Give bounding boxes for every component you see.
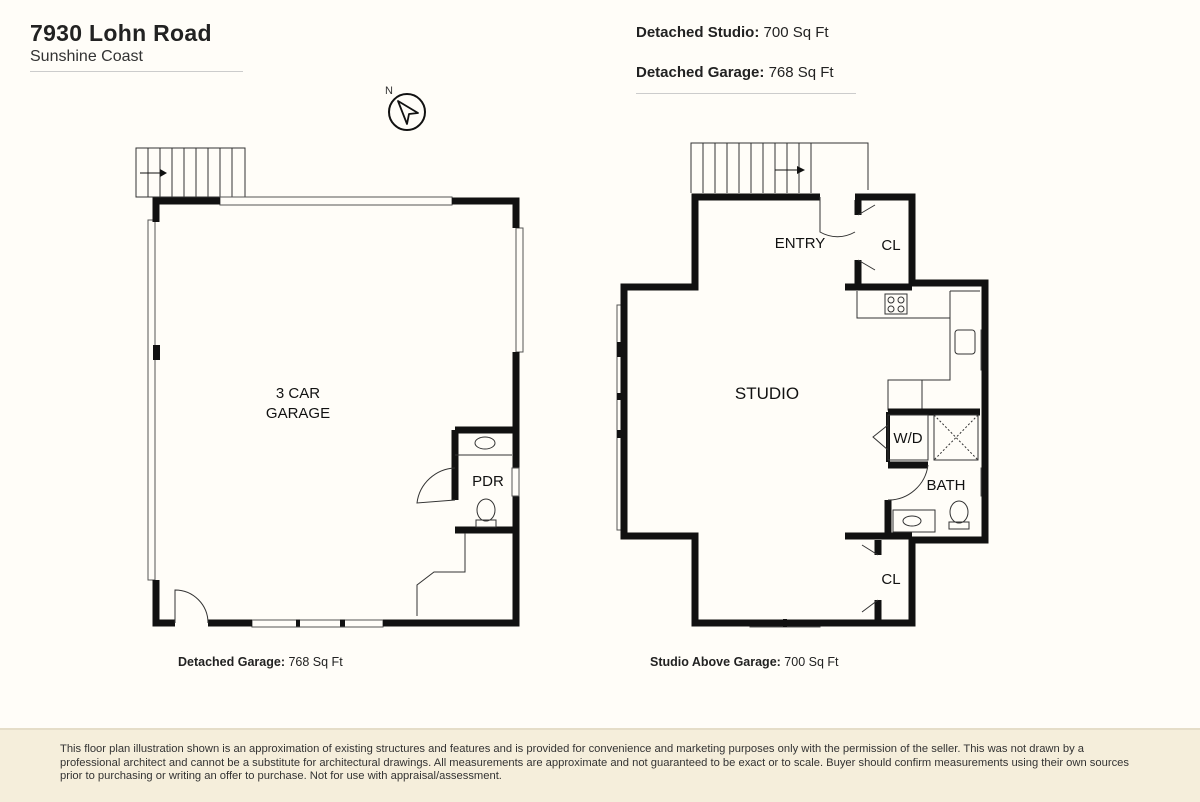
washer-dryer[interactable] [887, 414, 929, 461]
bath-door[interactable] [887, 464, 929, 501]
garage-caption-label: Detached Garage: [178, 655, 285, 669]
room-label-garage-2: GARAGE [266, 405, 330, 422]
garage-entry-door[interactable] [174, 589, 209, 624]
studio-caption-value: 700 Sq Ft [784, 655, 839, 669]
north-compass-icon: N [385, 85, 426, 131]
room-label-studio: STUDIO [735, 384, 799, 403]
studio-entry-door[interactable] [819, 197, 856, 238]
room-label-closet-bottom: CL [881, 571, 900, 588]
garage-bottom-windows [251, 619, 384, 628]
studio-stairs [690, 142, 869, 193]
garage-top-opening [219, 196, 453, 206]
pdr-sink-icon [474, 436, 496, 450]
compass-label: N [385, 85, 393, 97]
kitchen-sink-icon [954, 329, 976, 355]
kitchen-counter [856, 291, 951, 411]
bath-toilet-icon [948, 500, 970, 530]
disclaimer-text: This floor plan illustration shown is an… [60, 743, 1129, 782]
studio-area: Detached Studio: 700 Sq Ft [636, 24, 829, 41]
room-label-garage: 3 CAR [276, 385, 320, 402]
disclaimer-footer: This floor plan illustration shown is an… [0, 728, 1200, 802]
garage-area-value: 768 Sq Ft [768, 64, 834, 81]
garage-left-opening [147, 219, 156, 581]
pdr-toilet-icon [475, 498, 497, 528]
closet-doors-bottom[interactable] [861, 544, 879, 613]
studio-area-value: 700 Sq Ft [763, 24, 829, 41]
garage-stairs [135, 147, 246, 198]
studio-caption: Studio Above Garage: 700 Sq Ft [650, 655, 839, 669]
room-label-entry: ENTRY [775, 235, 826, 252]
bath-sink-icon [902, 515, 922, 527]
room-label-bath: BATH [927, 477, 966, 494]
studio-area-label: Detached Studio: [636, 24, 760, 41]
studio-caption-label: Studio Above Garage: [650, 655, 781, 669]
room-label-washer-dryer: W/D [893, 430, 922, 447]
studio-plan: ENTRY CL STUDIO W/D BATH CL [616, 142, 989, 628]
room-label-pdr: PDR [472, 473, 504, 490]
floor-plans: N 3 CAR GARAGE PDR [135, 85, 989, 628]
closet-doors-top[interactable] [857, 204, 876, 271]
shower-icon [933, 414, 979, 461]
areas-divider [636, 93, 856, 94]
garage-area: Detached Garage: 768 Sq Ft [636, 64, 834, 81]
garage-right-window [515, 227, 524, 353]
garage-caption-value: 768 Sq Ft [288, 655, 343, 669]
header-divider [30, 71, 243, 72]
property-address: 7930 Lohn Road [30, 20, 212, 46]
garage-area-label: Detached Garage: [636, 64, 765, 81]
room-label-closet-top: CL [881, 237, 900, 254]
garage-stairs-landing [416, 533, 466, 616]
property-location: Sunshine Coast [30, 48, 143, 65]
garage-plan: 3 CAR GARAGE PDR [135, 147, 524, 628]
pdr-door[interactable] [416, 467, 456, 504]
garage-caption: Detached Garage: 768 Sq Ft [178, 655, 343, 669]
cooktop-icon [884, 293, 908, 315]
